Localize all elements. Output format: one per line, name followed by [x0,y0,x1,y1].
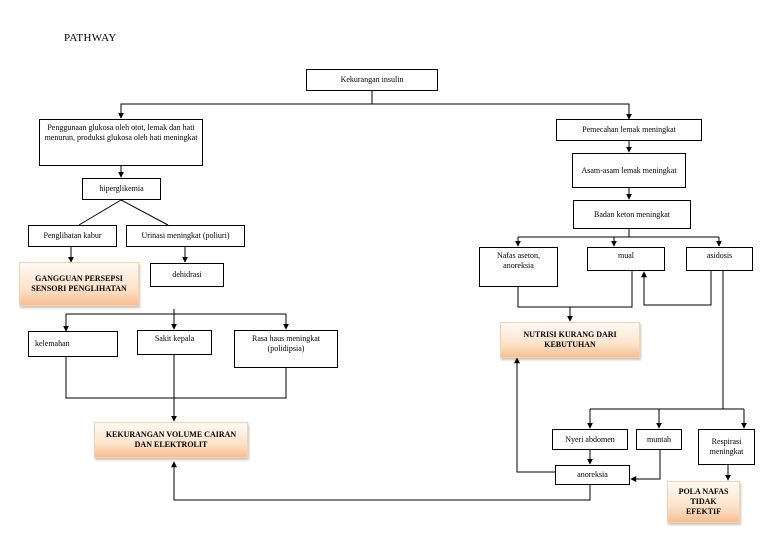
wire-nafas-nutrisi [517,287,573,322]
node-sakit-kepala: Sakit kepala [137,330,212,355]
node-nyeri-abdomen: Nyeri abdomen [552,429,628,450]
page-title: PATHWAY [64,32,117,44]
diagnosis-kekurangan-volume: KEKURANGAN VOLUME CAIRAN DAN ELEKTROLIT [94,422,248,458]
wire-muntah-anoreksia [630,450,661,482]
node-asidosis: asidosis [686,247,753,271]
node-muntah: muntah [636,429,682,450]
wire-kelemahan-merge [65,357,287,399]
wire-anoreksia-nutrisi [514,357,555,473]
diagnosis-pola-nafas: POLA NAFAS TIDAK EFEKTIF [667,481,740,523]
node-badan-keton: Badan keton meningkat [573,200,691,229]
node-penggunaan-glukosa: Penggunaan glukosa oleh otot, lemak dan … [39,119,203,166]
node-respirasi: Respirasi meningkat [698,429,755,465]
wire-hiper-urinasi [120,199,169,226]
diagnosis-nutrisi-kurang: NUTRISI KURANG DARI KEBUTUHAN [500,322,640,358]
node-penglihatan-kabur: Penglihatan kabur [28,225,117,247]
node-anoreksia: anoreksia [555,465,630,485]
wire-mual-nutrisi [570,271,633,308]
wire-root-right [372,103,632,120]
node-hiperglikemia: hiperglikemia [82,178,161,200]
node-mual: mual [587,247,665,271]
node-kekurangan-insulin: Kekurangan insulin [306,69,438,91]
wire-asidosis-mual [641,271,712,306]
diagnosis-gangguan-persepsi: GANGGUAN PERSEPSI SENSORI PENGLIHATAN [19,262,139,306]
node-asam-lemak: Asam-asam lemak meningkat [572,153,686,188]
node-pemecahan-lemak: Pemecahan lemak meningkat [556,119,702,141]
wire-root-left [118,103,372,119]
wire-anoreksia-volume [171,461,591,501]
node-rasa-haus: Rasa haus meningkat (polidipsia) [234,330,338,368]
node-dehidrasi: dehidrasi [150,263,224,287]
wire-hiper-kabur [78,199,122,226]
node-nafas-aseton: Nafas aseton, anoreksia [479,247,558,287]
node-urinasi: Urinasi meningkat (poliuri) [126,225,245,247]
node-kelemahan: kelemahan [28,331,118,357]
